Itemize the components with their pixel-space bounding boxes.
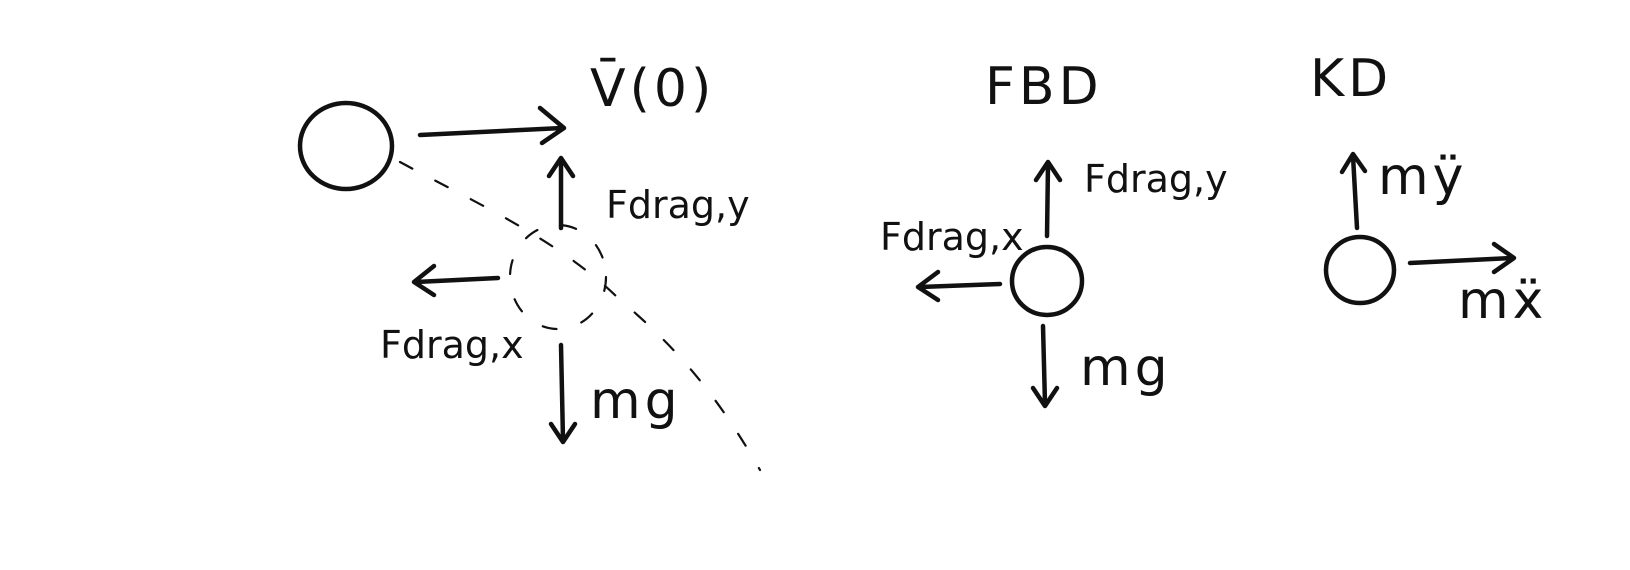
drag-y-arrow xyxy=(546,155,576,231)
fbd-drag-x-arrow xyxy=(915,269,1003,303)
kd-y-arrow xyxy=(1339,151,1368,231)
drag-y-label: Fdrag,y xyxy=(606,183,750,227)
ball-initial xyxy=(297,100,395,192)
kd-y-label: mÿ xyxy=(1378,147,1467,207)
fbd-drag-y-arrow xyxy=(1033,159,1063,239)
fbd-weight-arrow xyxy=(1030,323,1060,409)
velocity-arrow xyxy=(417,105,567,146)
kd-ball xyxy=(1323,234,1397,306)
fbd-drag-x-label: Fdrag,x xyxy=(880,215,1024,259)
fbd-weight-label: mg xyxy=(1080,338,1172,398)
drag-x-arrow xyxy=(411,263,501,298)
fbd-drag-y-label: Fdrag,y xyxy=(1084,157,1228,201)
weight-arrow xyxy=(548,342,578,445)
weight-label: mg xyxy=(590,371,682,431)
fbd-group: FBD Fdrag,y Fdrag,x mg xyxy=(880,57,1228,409)
fbd-title: FBD xyxy=(985,57,1103,117)
kd-group: KD mÿ mẍ xyxy=(1310,49,1547,331)
kd-x-arrow xyxy=(1407,241,1517,275)
drag-x-label: Fdrag,x xyxy=(380,323,524,367)
ball-ghost xyxy=(508,223,608,331)
trajectory-dashed xyxy=(398,160,762,472)
kd-x-label: mẍ xyxy=(1458,271,1547,331)
fbd-ball xyxy=(1009,244,1085,318)
velocity-label: V̄(0) xyxy=(590,58,715,119)
kd-title: KD xyxy=(1310,49,1392,109)
scene-group: V̄(0) Fdrag,y Fdrag,x mg xyxy=(297,58,762,472)
